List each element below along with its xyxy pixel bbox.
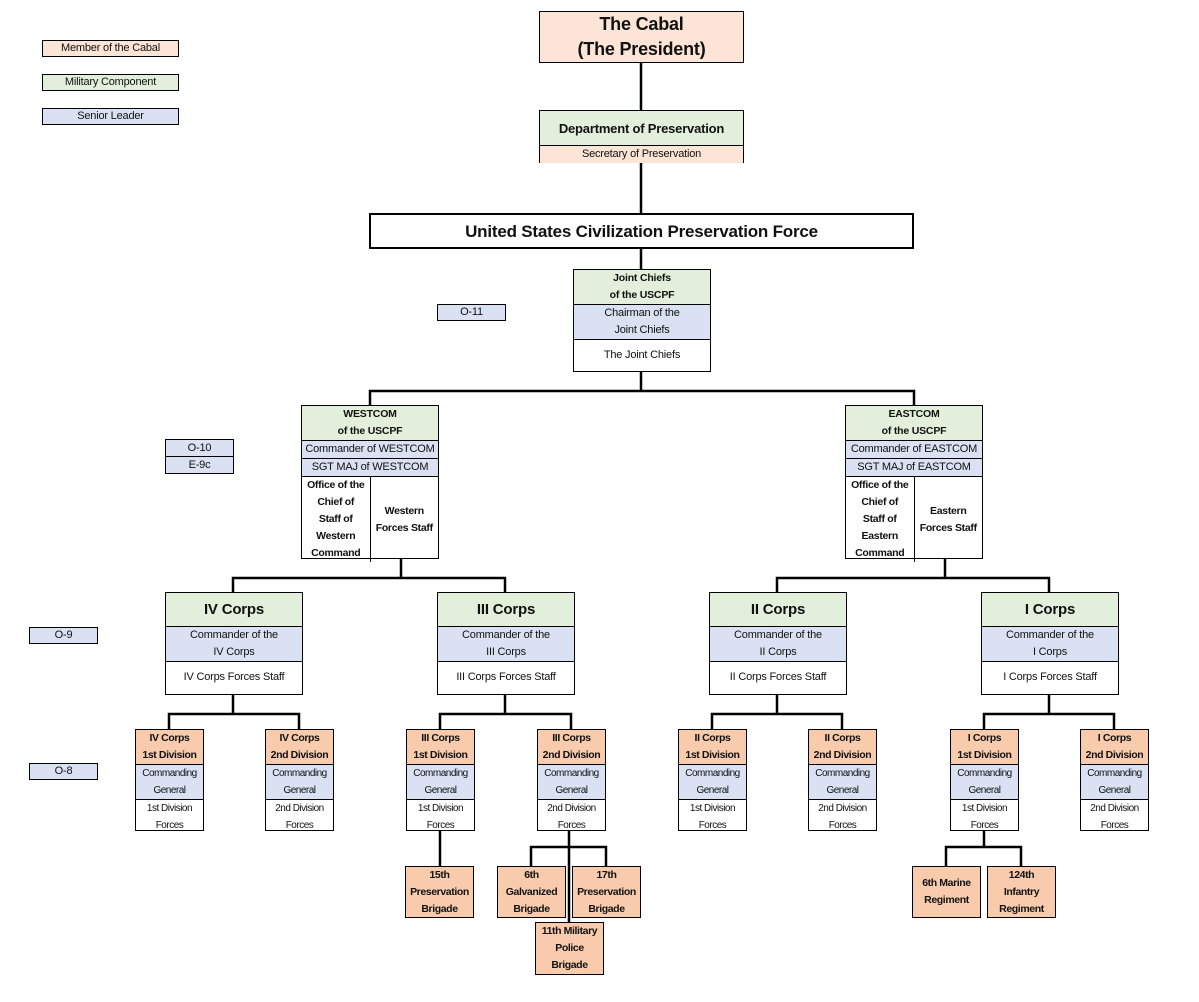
corps-commander: Commander of the II Corps	[710, 625, 846, 661]
division-name: III Corps 2nd Division	[538, 730, 605, 764]
corps-commander: Commander of the I Corps	[982, 625, 1118, 661]
division-leader: Commanding General	[538, 764, 605, 799]
division-forces: 2nd Division Forces	[809, 799, 876, 834]
joint-chiefs-title: Joint Chiefs of the USCPF	[574, 270, 710, 304]
regiment-box: 6th Marine Regiment	[912, 866, 981, 918]
corps-staff: III Corps Forces Staff	[438, 660, 574, 695]
eastcom-sgt-maj: SGT MAJ of EASTCOM	[846, 458, 982, 476]
division-leader: Commanding General	[136, 764, 203, 799]
division-box: III Corps 1st Division Commanding Genera…	[406, 729, 475, 831]
division-name: II Corps 1st Division	[679, 730, 746, 764]
division-forces: 2nd Division Forces	[1081, 799, 1148, 834]
brigade-box: 6th Galvanized Brigade	[497, 866, 566, 918]
corps-name: II Corps	[710, 593, 846, 626]
regiment-box: 124th Infantry Regiment	[987, 866, 1056, 918]
division-name: I Corps 2nd Division	[1081, 730, 1148, 764]
rank-label: O-10	[187, 441, 212, 454]
department-title: Department of Preservation	[540, 111, 743, 145]
division-leader: Commanding General	[809, 764, 876, 799]
rank-label: O-11	[460, 306, 483, 318]
division-forces: 2nd Division Forces	[538, 799, 605, 834]
division-box: II Corps 2nd Division Commanding General…	[808, 729, 877, 831]
department-box: Department of Preservation Secretary of …	[539, 110, 744, 163]
division-name: III Corps 1st Division	[407, 730, 474, 764]
division-leader: Commanding General	[679, 764, 746, 799]
corps-name: III Corps	[438, 593, 574, 626]
eastcom-commander: Commander of EASTCOM	[846, 440, 982, 458]
brigade-name: 6th Galvanized Brigade	[505, 869, 558, 915]
corps-staff: I Corps Forces Staff	[982, 660, 1118, 695]
legend-item-military: Military Component	[42, 74, 179, 91]
division-forces: 2nd Division Forces	[266, 799, 333, 834]
joint-chiefs-staff: The Joint Chiefs	[574, 339, 710, 371]
regiment-name: 6th Marine Regiment	[922, 877, 971, 906]
uscpf-title: United States Civilization Preservation …	[465, 221, 818, 241]
corps-box-iii: III Corps Commander of the III Corps III…	[437, 592, 575, 695]
division-box: III Corps 2nd Division Commanding Genera…	[537, 729, 606, 831]
division-forces: 1st Division Forces	[951, 799, 1018, 834]
legend-item-senior-leader: Senior Leader	[42, 108, 179, 125]
division-leader: Commanding General	[1081, 764, 1148, 799]
corps-name: IV Corps	[166, 593, 302, 626]
corps-box-ii: II Corps Commander of the II Corps II Co…	[709, 592, 847, 695]
brigade-name: 11th Military Police Brigade	[541, 925, 598, 971]
division-forces: 1st Division Forces	[407, 799, 474, 834]
cabal-title: The Cabal (The President)	[577, 14, 706, 59]
rank-label: E-9c	[166, 456, 233, 473]
legend-label: Military Component	[64, 76, 157, 88]
division-name: I Corps 1st Division	[951, 730, 1018, 764]
corps-commander: Commander of the III Corps	[438, 625, 574, 661]
department-leader: Secretary of Preservation	[540, 145, 743, 163]
joint-chiefs-box: Joint Chiefs of the USCPF Chairman of th…	[573, 269, 711, 372]
division-name: IV Corps 2nd Division	[266, 730, 333, 764]
division-box: I Corps 1st Division Commanding General …	[950, 729, 1019, 831]
legend-label: Member of the Cabal	[61, 42, 160, 54]
eastcom-forces-staff: Eastern Forces Staff	[919, 504, 977, 534]
eastcom-title: EASTCOM of the USCPF	[846, 406, 982, 440]
brigade-name: 17th Preservation Brigade	[577, 869, 636, 915]
regiment-name: 124th Infantry Regiment	[999, 869, 1044, 915]
corps-box-i: I Corps Commander of the I Corps I Corps…	[981, 592, 1119, 695]
division-leader: Commanding General	[951, 764, 1018, 799]
cabal-box: The Cabal (The President)	[539, 11, 744, 63]
corps-box-iv: IV Corps Commander of the IV Corps IV Co…	[165, 592, 303, 695]
division-box: I Corps 2nd Division Commanding General …	[1080, 729, 1149, 831]
division-forces: 1st Division Forces	[136, 799, 203, 834]
westcom-forces-staff: Western Forces Staff	[375, 504, 433, 534]
westcom-sgt-maj: SGT MAJ of WESTCOM	[302, 458, 438, 476]
rank-label: O-8	[54, 765, 73, 777]
corps-staff: IV Corps Forces Staff	[166, 660, 302, 695]
division-name: II Corps 2nd Division	[809, 730, 876, 764]
rank-o8: O-8	[29, 763, 98, 780]
westcom-chief-of-staff-office: Office of the Chief of Staff of Western …	[302, 477, 371, 562]
westcom-box: WESTCOM of the USCPF Commander of WESTCO…	[301, 405, 439, 562]
legend-label: Senior Leader	[77, 110, 144, 122]
rank-label: O-9	[54, 629, 73, 641]
division-box: IV Corps 2nd Division Commanding General…	[265, 729, 334, 831]
joint-chiefs-leader: Chairman of the Joint Chiefs	[574, 304, 710, 339]
corps-commander: Commander of the IV Corps	[166, 625, 302, 661]
eastcom-box: EASTCOM of the USCPF Commander of EASTCO…	[845, 405, 983, 562]
legend-item-cabal: Member of the Cabal	[42, 40, 179, 57]
westcom-title: WESTCOM of the USCPF	[302, 406, 438, 440]
brigade-box: 11th Military Police Brigade	[535, 922, 604, 975]
brigade-box: 17th Preservation Brigade	[572, 866, 641, 918]
division-leader: Commanding General	[266, 764, 333, 799]
eastcom-chief-of-staff-office: Office of the Chief of Staff of Eastern …	[846, 477, 915, 562]
rank-o11: O-11	[437, 304, 506, 321]
brigade-name: 15th Preservation Brigade	[410, 869, 469, 915]
division-box: IV Corps 1st Division Commanding General…	[135, 729, 204, 831]
division-forces: 1st Division Forces	[679, 799, 746, 834]
brigade-box: 15th Preservation Brigade	[405, 866, 474, 918]
division-box: II Corps 1st Division Commanding General…	[678, 729, 747, 831]
uscpf-box: United States Civilization Preservation …	[369, 213, 914, 249]
corps-staff: II Corps Forces Staff	[710, 660, 846, 695]
rank-o9: O-9	[29, 627, 98, 644]
division-leader: Commanding General	[407, 764, 474, 799]
rank-o10-e9c: O-10 E-9c	[165, 439, 234, 474]
division-name: IV Corps 1st Division	[136, 730, 203, 764]
westcom-commander: Commander of WESTCOM	[302, 440, 438, 458]
corps-name: I Corps	[982, 593, 1118, 626]
